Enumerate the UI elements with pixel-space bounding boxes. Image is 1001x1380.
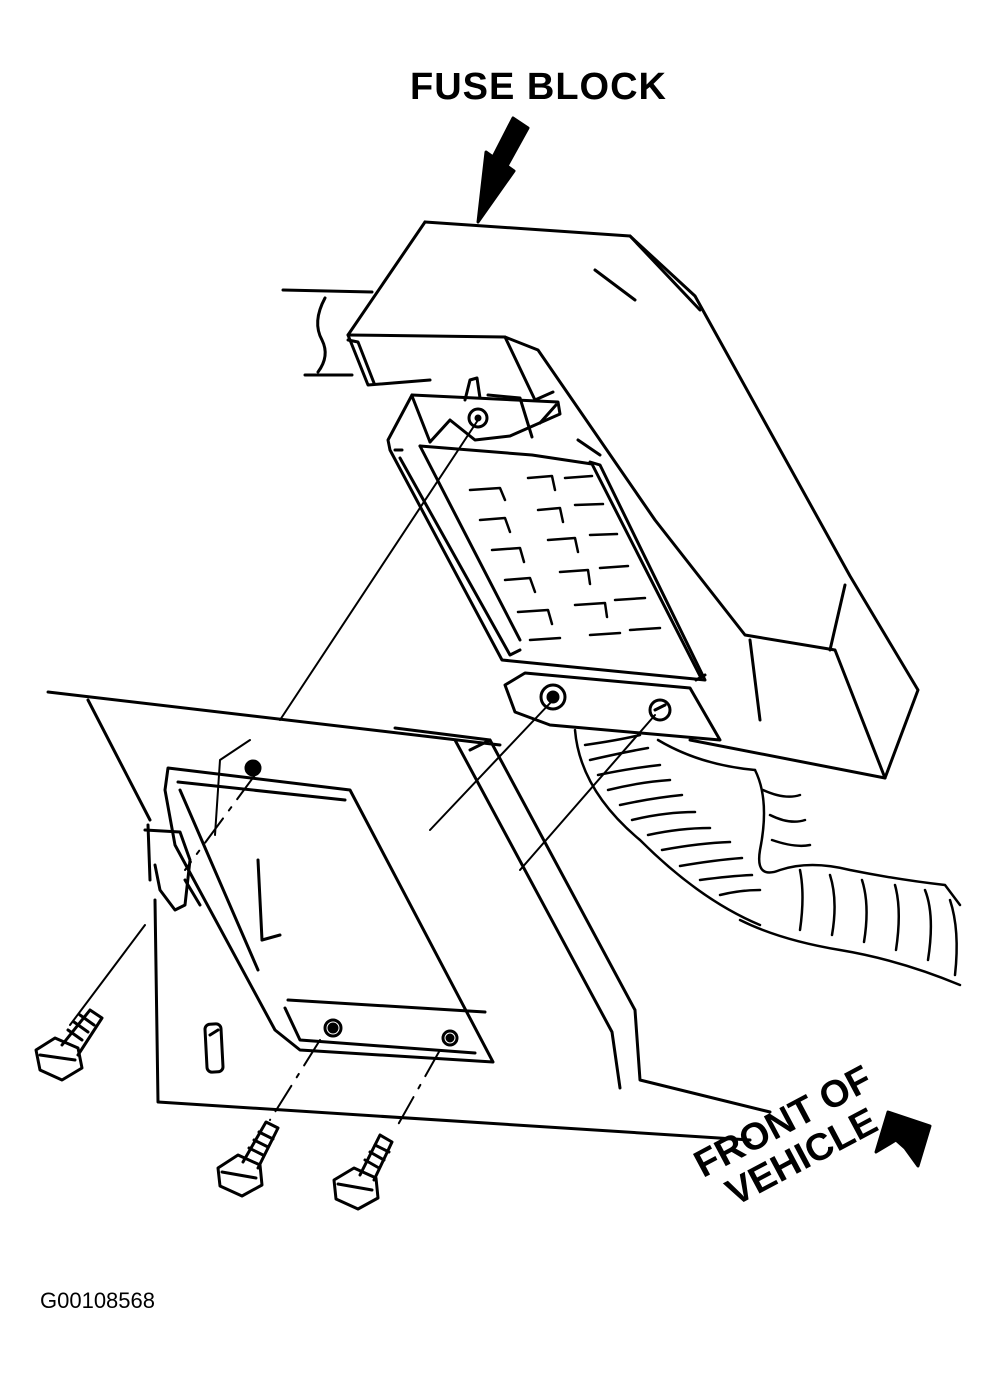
- front-direction-arrow-icon: [874, 1110, 932, 1168]
- dash-panel: [46, 690, 772, 1142]
- fuse-block-arrow-icon: [476, 116, 530, 224]
- fuse-block-cover: [346, 220, 920, 780]
- bolt-icon: [332, 1133, 394, 1211]
- alignment-lines: [69, 419, 656, 1131]
- fuse-panel: [386, 376, 707, 682]
- fuse-block-label: FUSE BLOCK: [410, 66, 667, 108]
- wiring-harness: [573, 728, 962, 987]
- bolt-icon: [216, 1120, 280, 1198]
- mounting-bracket: [143, 759, 495, 1074]
- cross-beam: [281, 288, 374, 377]
- bolt-icon: [34, 1008, 104, 1082]
- fuse-block-flange: [503, 671, 722, 742]
- fuse-array: [468, 474, 662, 642]
- figure-code: G00108568: [40, 1288, 155, 1313]
